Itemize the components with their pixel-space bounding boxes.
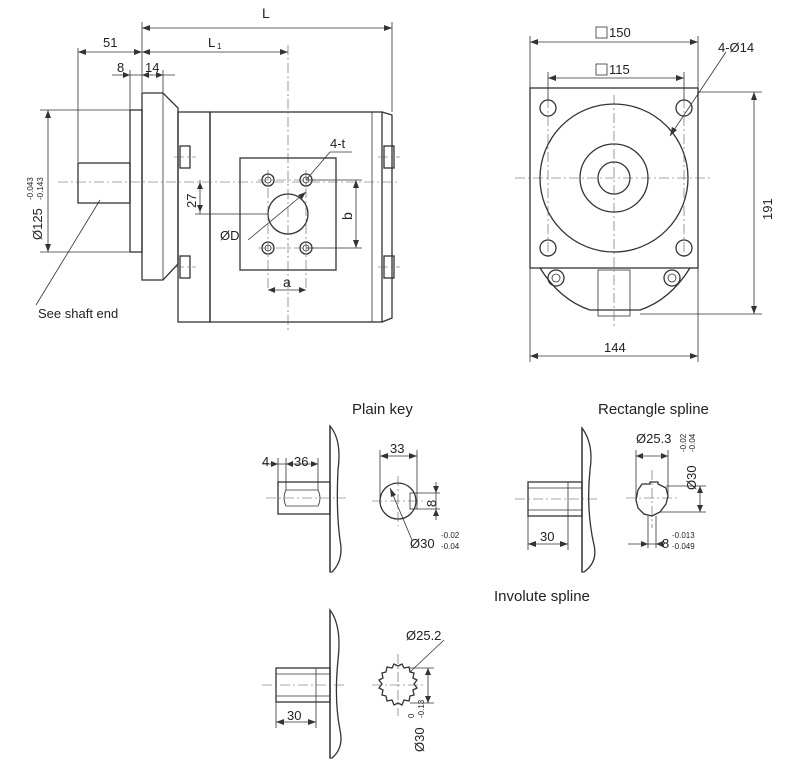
plain-key-dim-4: 4 xyxy=(262,454,269,469)
dim-OD: ØD xyxy=(220,228,240,243)
dim-a: a xyxy=(283,274,291,290)
involute-spline-detail xyxy=(262,608,445,759)
dim-L1: L xyxy=(208,35,215,50)
involute-spline-title: Involute spline xyxy=(494,588,590,605)
involute-dia-tol-lower: -0.13 xyxy=(417,699,426,718)
dim-L1-sub: 1 xyxy=(217,42,222,51)
rect-spline-dim-30: 30 xyxy=(540,529,554,544)
dim-51: 51 xyxy=(103,35,117,50)
plain-key-dia-tol-lower: -0.04 xyxy=(441,542,460,551)
dim-14: 14 xyxy=(145,60,159,75)
front-flange xyxy=(141,92,179,281)
involute-dia-tol-upper: 0 xyxy=(407,713,416,718)
rect-spline-8-tol-lower: -0.049 xyxy=(672,542,695,551)
plain-key-dim-dia: Ø30 xyxy=(410,536,435,551)
dim-4-holes: 4-Ø14 xyxy=(718,40,754,55)
rect-spline-dia-tol-upper: -0.02 xyxy=(679,433,688,452)
rect-spline-dia-tol-lower: -0.04 xyxy=(688,433,697,452)
rect-spline-dim-25-3: Ø25.3 xyxy=(636,431,671,446)
dim-b: b xyxy=(339,212,355,220)
square-symbol-icon xyxy=(595,26,608,39)
pump-body xyxy=(209,111,383,323)
front-view xyxy=(35,22,400,330)
dim-115: 115 xyxy=(609,62,630,77)
plain-key-title: Plain key xyxy=(352,401,413,418)
dim-150: 150 xyxy=(609,25,631,40)
dim-4t: 4-t xyxy=(330,136,346,151)
plain-key-dia-tol-upper: -0.02 xyxy=(441,531,460,540)
side-view xyxy=(515,36,762,362)
rect-spline-8-tol-upper: -0.013 xyxy=(672,531,695,540)
dim-L: L xyxy=(262,5,270,21)
dim-144: 144 xyxy=(604,340,626,355)
rectangle-spline-title: Rectangle spline xyxy=(598,401,709,418)
rect-spline-dim-8: 8 xyxy=(662,536,669,551)
involute-dim-dia: Ø30 xyxy=(412,727,427,752)
square-symbol-icon xyxy=(595,63,608,76)
dim-diameter-tol-upper: -0.043 xyxy=(26,177,35,200)
front-pilot xyxy=(129,109,143,253)
plain-key-detail xyxy=(262,424,440,573)
plain-key-dim-33: 33 xyxy=(390,441,404,456)
rectangle-spline-detail xyxy=(515,426,706,573)
plain-key-dim-8: 8 xyxy=(424,500,439,507)
rect-spline-dim-30-dia: Ø30 xyxy=(684,465,699,490)
dim-diameter-125: Ø125 xyxy=(30,208,45,240)
dim-diameter-tol-lower: -0.143 xyxy=(36,177,45,200)
dim-27: 27 xyxy=(184,194,199,208)
plain-key-dim-36: 36 xyxy=(294,454,308,469)
front-cover xyxy=(177,111,211,323)
involute-dim-30: 30 xyxy=(287,708,301,723)
front-shaft xyxy=(77,162,131,204)
dim-8: 8 xyxy=(117,60,124,75)
rear-cover xyxy=(381,111,393,323)
note-see-shaft-end: See shaft end xyxy=(38,306,118,321)
involute-dim-25-2: Ø25.2 xyxy=(406,628,441,643)
dim-191: 191 xyxy=(760,198,775,220)
